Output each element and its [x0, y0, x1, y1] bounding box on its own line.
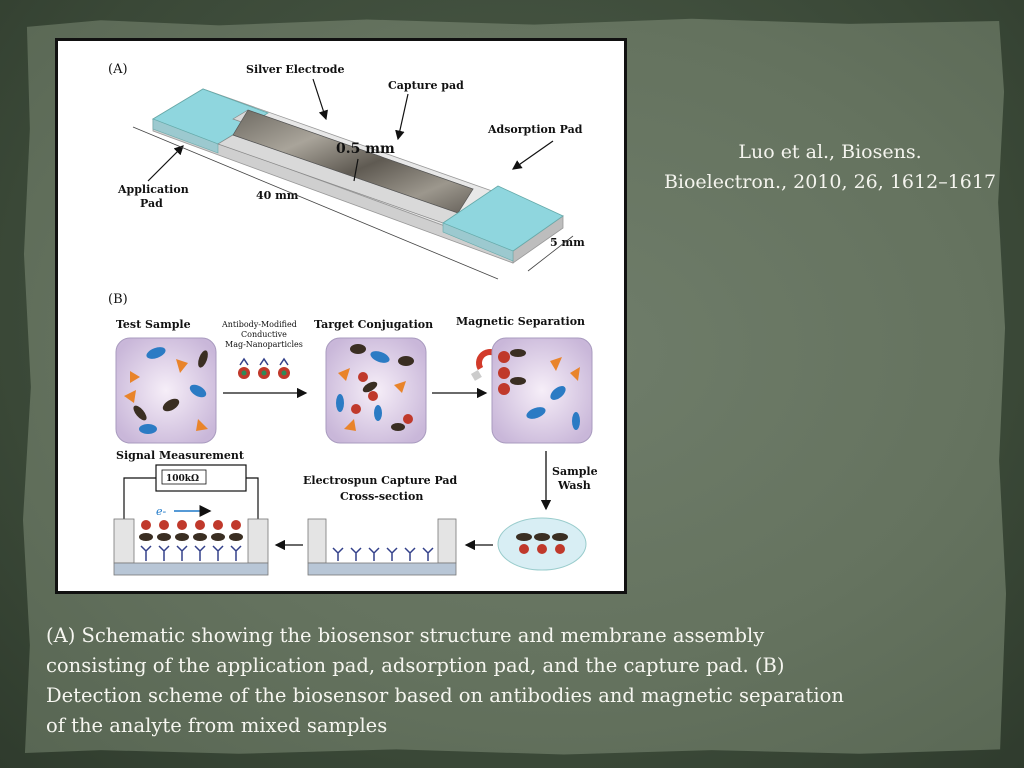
measurement-cell — [113, 518, 269, 576]
panel-b-label: (B) — [108, 292, 128, 307]
conjugation-beaker — [325, 337, 427, 444]
caption-line-2: consisting of the application pad, adsor… — [46, 654, 785, 677]
citation-line-1: Luo et al., Biosens. — [738, 141, 922, 163]
test-strip — [152, 88, 564, 264]
length-label: 40 mm — [256, 189, 299, 202]
wash-label-2: Wash — [557, 479, 591, 492]
washed-conjugates — [497, 517, 587, 571]
gap-label: 0.5 mm — [336, 141, 395, 157]
capture-pad-cross-label-1: Electrospun Capture Pad — [303, 474, 458, 487]
magnetic-separation-label: Magnetic Separation — [456, 315, 585, 328]
figure-caption: (A) Schematic showing the biosensor stru… — [46, 621, 976, 741]
reagent-label-3: Mag-Nanoparticles — [225, 340, 303, 349]
biosensor-figure: (A) Silver Electrode Capture pad Adsorpt… — [55, 38, 627, 594]
mag-nanoparticles — [238, 357, 290, 379]
capture-pad-cross-section — [307, 518, 457, 576]
separation-beaker — [491, 337, 593, 444]
caption-line-4: of the analyte from mixed samples — [46, 714, 388, 737]
capture-pad-cross-label-2: Cross-section — [340, 490, 423, 503]
electron-label: e- — [156, 505, 167, 518]
silver-electrode-label: Silver Electrode — [246, 63, 344, 76]
citation: Luo et al., Biosens. Bioelectron., 2010,… — [650, 137, 1010, 197]
wash-label-1: Sample — [552, 465, 598, 478]
test-sample-beaker — [115, 337, 217, 444]
citation-line-2: Bioelectron., 2010, 26, 1612–1617 — [663, 171, 997, 193]
caption-line-3: Detection scheme of the biosensor based … — [46, 684, 844, 707]
signal-measurement-label: Signal Measurement — [116, 449, 245, 462]
capture-membrane — [232, 109, 474, 214]
application-pad-label-2: Pad — [140, 197, 163, 210]
ohmmeter: 100kΩ — [123, 464, 259, 519]
capture-pad-label: Capture pad — [388, 79, 464, 92]
target-conjugation-label: Target Conjugation — [314, 318, 433, 331]
panel-a-label: (A) — [108, 62, 128, 77]
test-sample-label: Test Sample — [116, 318, 191, 331]
biosensor-schematic: (A) Silver Electrode Capture pad Adsorpt… — [108, 62, 598, 576]
width-label: 5 mm — [550, 236, 585, 249]
reagent-label-1: Antibody-Modified — [221, 320, 297, 329]
meter-reading: 100kΩ — [166, 474, 199, 484]
adsorption-pad-label: Adsorption Pad — [487, 123, 583, 136]
application-pad-label-1: Application — [117, 183, 189, 196]
caption-line-1: (A) Schematic showing the biosensor stru… — [46, 624, 765, 647]
reagent-label-2: Conductive — [241, 330, 287, 339]
